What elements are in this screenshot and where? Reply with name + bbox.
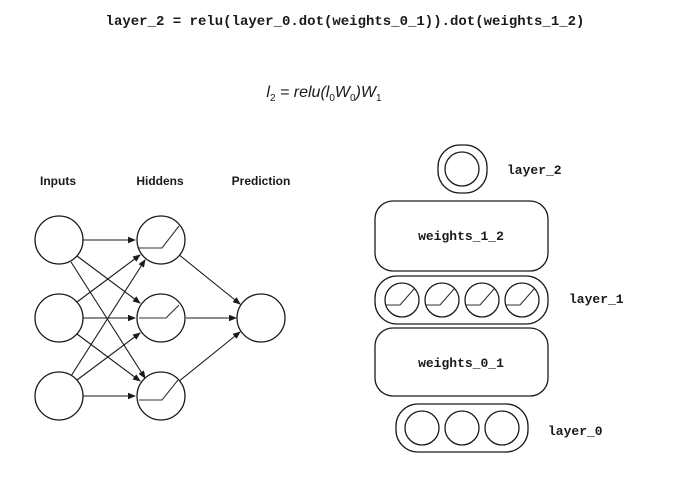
relu-icon <box>139 304 180 319</box>
header-hiddens: Hiddens <box>136 174 184 188</box>
relu-icon <box>426 288 455 306</box>
formula: l2 = relu(l0W0)W1 <box>0 84 648 104</box>
input-node-2 <box>34 293 84 343</box>
layer-1-label: layer_1 <box>569 292 624 307</box>
layer-1-neuron-1 <box>384 282 420 318</box>
relu-icon <box>506 288 535 306</box>
layer-0-neuron-2 <box>444 410 480 446</box>
hidden-output-edges <box>177 253 241 383</box>
edge-in2-h1 <box>76 254 141 303</box>
layer-0-group <box>395 403 529 453</box>
hidden-node-2 <box>136 293 186 343</box>
formula-l-sub: 2 <box>269 93 276 105</box>
layer-0-neuron-3 <box>484 410 520 446</box>
formula-w1-sub: 1 <box>376 93 382 105</box>
prediction-node <box>236 293 286 343</box>
formula-l0: l <box>325 84 330 101</box>
layer-0-neuron-1 <box>404 410 440 446</box>
edge-h3-out <box>177 331 241 383</box>
formula-w0: W <box>334 84 351 101</box>
layer-1-group <box>374 275 549 325</box>
layer-1-neuron-3 <box>464 282 500 318</box>
edge-in1-h3 <box>70 261 146 379</box>
layer-2-neuron <box>444 151 480 187</box>
input-node-3 <box>34 371 84 421</box>
relu-icon <box>466 288 495 306</box>
layer-2-label: layer_2 <box>507 163 562 178</box>
formula-l0-sub: 0 <box>329 93 335 105</box>
weights-1-2-label: weights_1_2 <box>418 229 504 244</box>
weights-1-2-box <box>374 200 549 272</box>
weights-0-1-label: weights_0_1 <box>418 356 504 371</box>
edge-in3-h1 <box>70 259 146 377</box>
layer-2-group <box>437 144 488 194</box>
hidden-node-3 <box>136 371 186 421</box>
header-prediction: Prediction <box>232 174 291 188</box>
weights-0-1-box <box>374 327 549 397</box>
relu-icon <box>139 379 179 401</box>
edge-h1-out <box>177 253 241 305</box>
relu-icon <box>139 225 180 249</box>
relu-icon <box>386 288 415 306</box>
edge-in3-h2 <box>76 332 141 381</box>
code-line: layer_2 = relu(layer_0.dot(weights_0_1))… <box>105 14 585 30</box>
layer-1-neuron-4 <box>504 282 540 318</box>
edge-in2-h3 <box>76 333 141 382</box>
formula-l: l <box>266 84 270 101</box>
formula-close: ) <box>355 84 361 101</box>
layer-0-label: layer_0 <box>548 424 603 439</box>
layer-1-neuron-2 <box>424 282 460 318</box>
input-hidden-edges <box>70 236 146 400</box>
formula-mid: = relu( <box>275 84 326 101</box>
formula-w1: W <box>360 84 377 101</box>
layer-1-container <box>374 275 549 325</box>
hidden-node-1 <box>136 215 186 265</box>
edge-in1-h2 <box>76 255 141 304</box>
formula-w0-sub: 0 <box>350 93 356 105</box>
header-inputs: Inputs <box>40 174 76 188</box>
input-node-1 <box>34 215 84 265</box>
